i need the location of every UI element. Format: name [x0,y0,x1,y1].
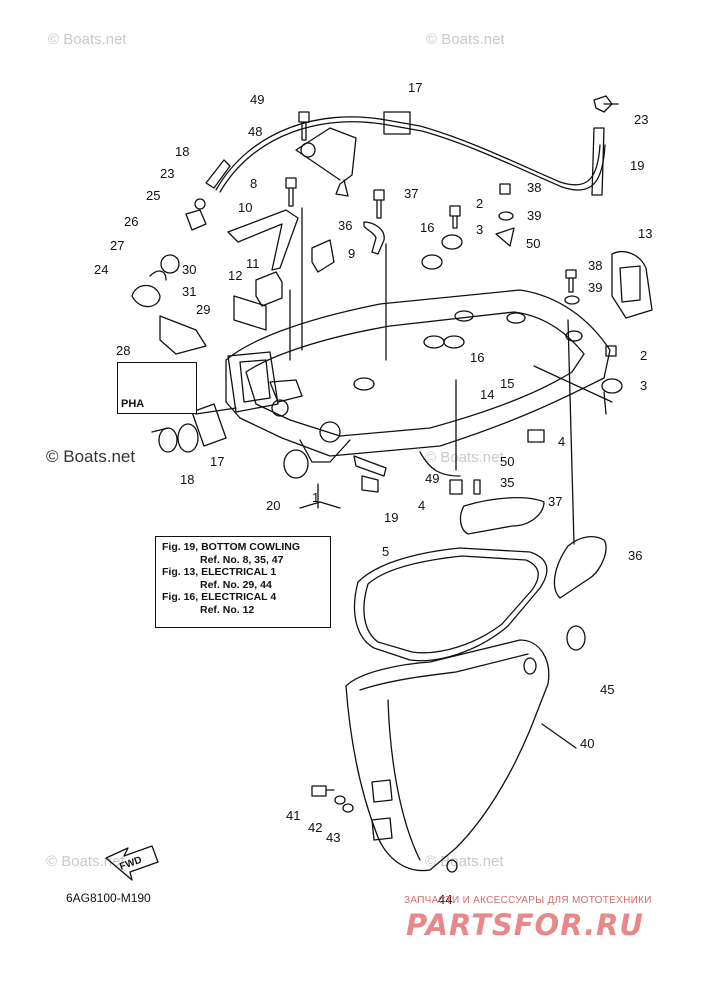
watermark: © Boats.net [425,853,504,870]
callout-41: 41 [286,808,300,823]
reference-line: Ref. No. 12 [200,603,255,616]
callout-31: 31 [182,284,196,299]
callout-39: 39 [527,208,541,223]
watermark: © Boats.net [46,853,125,870]
callout-39: 39 [588,280,602,295]
callout-30: 30 [182,262,196,277]
shop-logo: PARTSFOR.RU [406,908,644,942]
fwd-arrow [105,845,159,881]
callout-8: 8 [250,176,257,191]
shop-caption: ЗАПЧАСТИ И АКСЕССУАРЫ ДЛЯ МОТОТЕХНИКИ [404,895,652,906]
callout-3: 3 [640,378,647,393]
reference-line: Ref. No. 29, 44 [200,578,272,591]
watermark: © Boats.net [48,31,127,48]
callout-47: 49 [250,92,264,107]
callout-43: 43 [326,830,340,845]
watermark: © Boats.net [46,447,135,466]
callout-36: 36 [628,548,642,563]
callout-24: 24 [94,262,108,277]
callout-1: 1 [312,490,319,505]
callout-46: 48 [248,124,262,139]
reference-line: Fig. 13, ELECTRICAL 1 [162,566,277,578]
callout-34: 36 [338,218,352,233]
control-cable [215,116,601,191]
callout-11: 13 [638,226,652,241]
callout-23: 23 [634,112,648,127]
callout-26: 26 [124,214,138,229]
callout-18: 20 [266,498,280,513]
callout-3: 3 [476,222,483,237]
callout-40: 40 [580,736,594,751]
callout-5: 5 [382,544,389,559]
fuel-hose [591,127,605,196]
callout-21: 18 [175,144,189,159]
cable-clamp [383,111,411,135]
callout-20: 17 [408,80,422,95]
callout-33: 35 [500,475,514,490]
reference-box: Fig. 19, BOTTOM COWLING Ref. No. 8, 35, … [155,536,331,628]
callout-27: 27 [110,238,124,253]
bracket [295,127,357,197]
pha-label: PHA [121,398,145,410]
callout-38: 38 [527,180,541,195]
callout-23: 23 [160,166,174,181]
cowling-seal [353,547,548,662]
callout-10: 12 [228,268,242,283]
callout-45: 45 [600,682,614,697]
diagram-code: 6AG8100-M190 [66,891,151,905]
callout-16: 18 [180,472,194,487]
callout-48: 50 [526,236,540,251]
callout-6: 10 [238,200,252,215]
callout-22: 19 [630,158,644,173]
callout-19: 16 [420,220,434,235]
callout-44: 44 [438,892,452,907]
callout-14: 16 [470,350,484,365]
callout-7: 9 [348,246,355,261]
pha-inset: PHA [117,362,197,414]
bottom-cowling [225,289,611,457]
callout-9: 11 [246,256,260,271]
callout-2: 2 [476,196,483,211]
callout-25: 25 [146,188,160,203]
reference-line: Fig. 19, BOTTOM COWLING [162,541,301,553]
callout-37: 37 [548,494,562,509]
callout-28: 28 [116,343,130,358]
reference-line: Fig. 16, ELECTRICAL 4 [162,591,277,603]
callout-4: 4 [418,498,425,513]
callout-38: 38 [588,258,602,273]
callout-42: 42 [308,820,322,835]
callout-2: 2 [640,348,647,363]
reference-line: Ref. No. 8, 35, 47 [200,553,284,566]
callout-12: 14 [480,387,494,402]
callout-35: 37 [404,186,418,201]
callout-15: 17 [210,454,224,469]
callout-4: 4 [558,434,565,449]
watermark: © Boats.net [425,449,504,466]
lower-cowling [345,639,550,872]
watermark: © Boats.net [426,31,505,48]
callout-50: 50 [500,454,514,469]
callout-49: 49 [425,471,439,486]
callout-29: 29 [196,302,210,317]
callout-13: 15 [500,376,514,391]
callout-17: 19 [384,510,398,525]
hose-tube [205,159,231,189]
